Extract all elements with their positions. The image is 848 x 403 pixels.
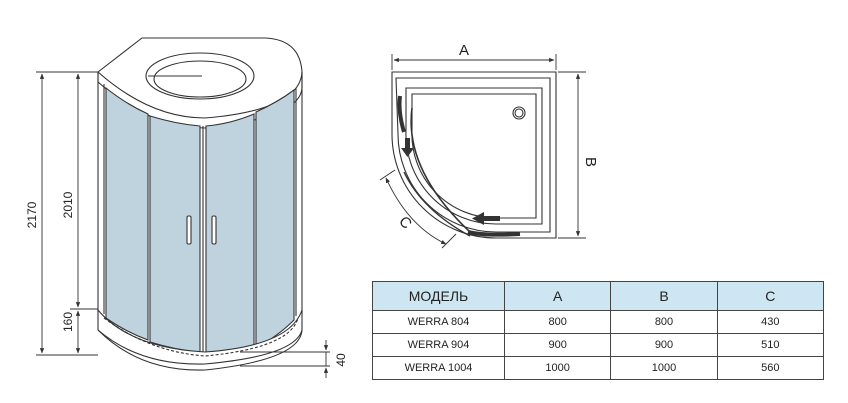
plan-label-a: A: [459, 42, 469, 59]
label-panel-height: 2010: [61, 191, 75, 218]
cell-b: 1000: [610, 356, 718, 380]
dim-line-c: [385, 177, 447, 245]
cell-model: WERRA 1004: [372, 356, 505, 380]
glass-door-left: [149, 115, 201, 353]
table-row: WERRA 1004 1000 1000 560: [372, 356, 825, 380]
plan-slide-arrows: [401, 138, 500, 225]
plan-view: [391, 71, 557, 239]
cell-a: 900: [503, 333, 612, 357]
header-model: МОДЕЛЬ: [372, 281, 505, 311]
table-row: WERRA 904 900 900 510: [372, 333, 825, 357]
door-handle-right: [211, 215, 217, 245]
cell-model: WERRA 804: [372, 310, 505, 334]
label-tray-lip: 40: [334, 353, 348, 367]
label-tray-height: 160: [61, 312, 75, 332]
header-c: C: [716, 281, 825, 311]
elevation-dimensions: [36, 71, 330, 378]
header-a: A: [503, 281, 612, 311]
spec-table-header-row: МОДЕЛЬ A B C: [372, 281, 825, 311]
slide-arrow-left: [472, 212, 500, 225]
cell-c: 430: [716, 310, 825, 334]
cell-c: 560: [716, 356, 825, 380]
cabin-elevation: [97, 37, 303, 371]
cell-model: WERRA 904: [372, 333, 505, 357]
plan-label-b: B: [582, 157, 599, 167]
plan-dimensions: [379, 54, 586, 249]
label-total-height: 2170: [25, 201, 39, 228]
roof-light: [145, 52, 255, 100]
glass-panel-right: [255, 88, 295, 349]
spec-table: МОДЕЛЬ A B C WERRA 804 800 800 430 WERRA…: [372, 281, 825, 380]
cell-c: 510: [716, 333, 825, 357]
cell-b: 800: [610, 310, 718, 334]
glass-panel-left: [105, 86, 149, 341]
cell-b: 900: [610, 333, 718, 357]
header-b: B: [610, 281, 718, 311]
table-row: WERRA 804 800 800 430: [372, 310, 825, 334]
plan-label-c: C: [395, 213, 415, 233]
cell-a: 800: [503, 310, 612, 334]
door-handle-left: [186, 215, 192, 245]
slide-arrow-down: [401, 138, 414, 157]
plan-drain: [512, 106, 526, 120]
cell-a: 1000: [503, 356, 612, 380]
